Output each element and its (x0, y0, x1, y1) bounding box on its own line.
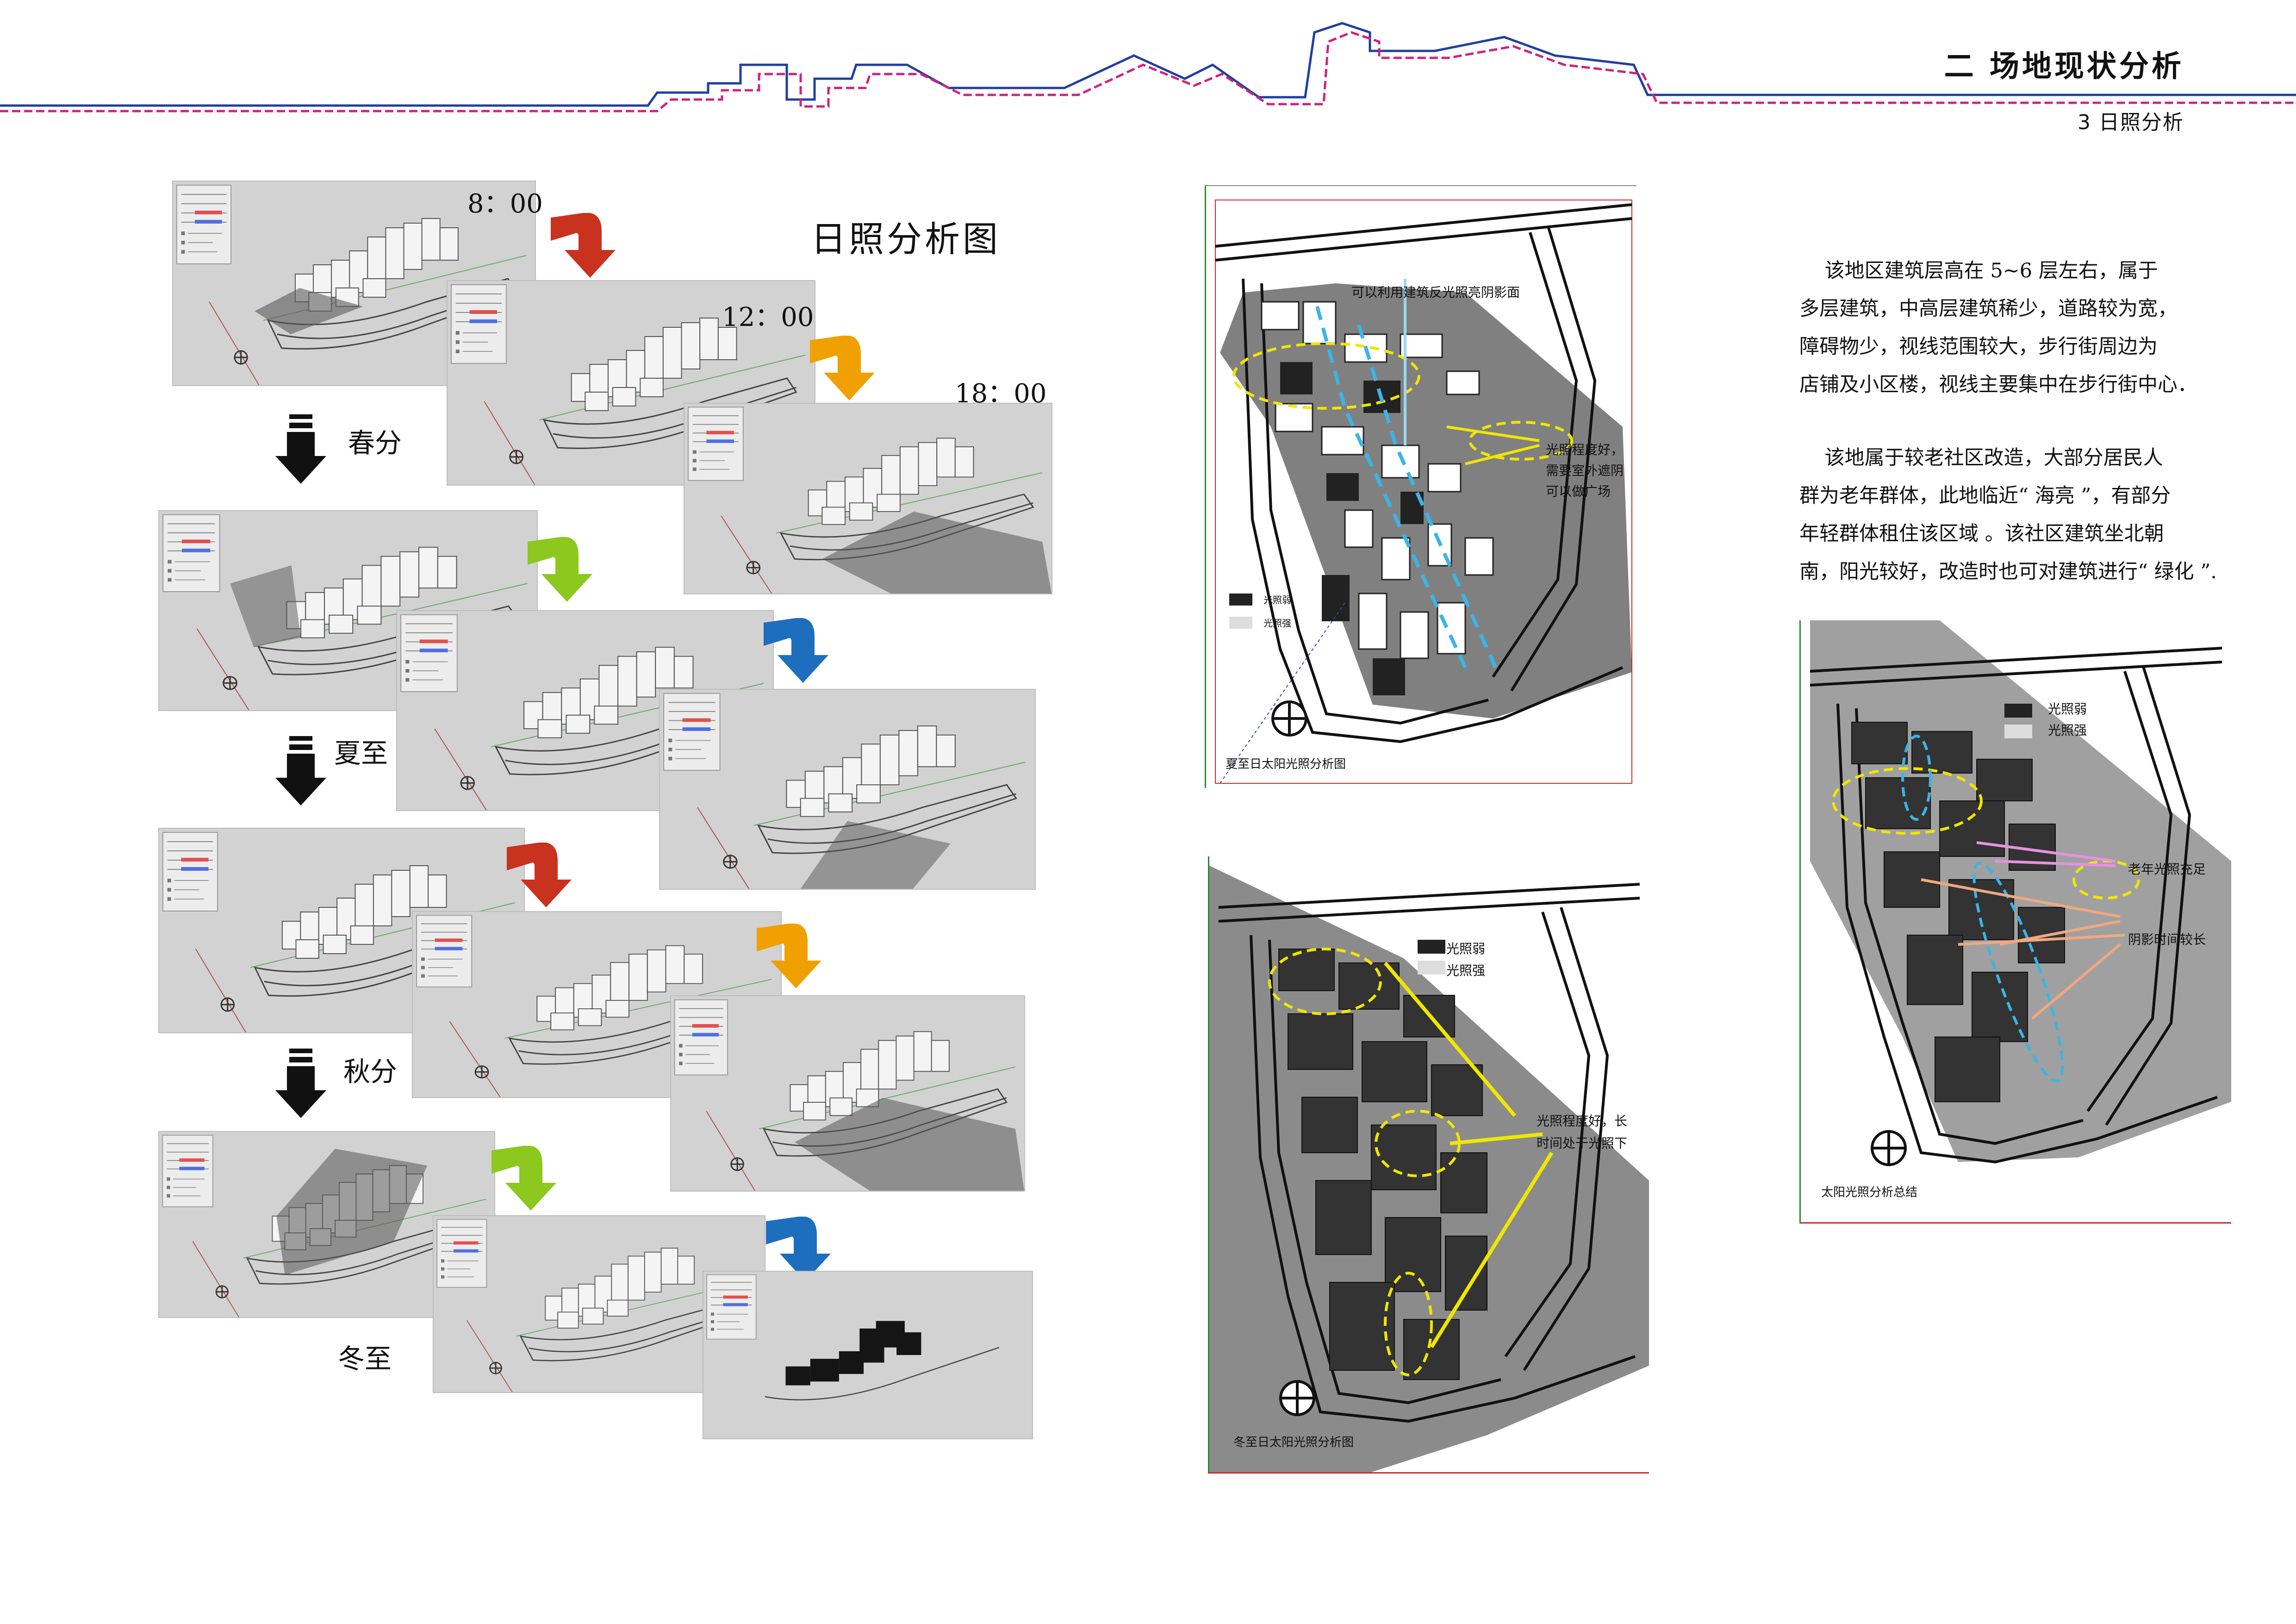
sunlight-analysis-title: 日照分析图 (811, 219, 1001, 260)
summer-map-right-note-2: 需要室外遮阴 (1546, 463, 1624, 478)
description-paragraph-2: 该地属于较老社区改造，大部分居民人群为老年群体，此地临近“ 海亮 ”，有部分年轻… (1799, 446, 2217, 583)
winter-solstice-map (1208, 856, 1649, 1474)
summer-map-top-note: 可以利用建筑反光照亮阴影面 (1351, 285, 1520, 300)
autumn-1800-screenshot (670, 995, 1025, 1192)
season-label-spring: 春分 (348, 427, 402, 459)
curved-arrow-icon (528, 537, 592, 602)
time-label-0800: 8：00 (467, 189, 543, 219)
spring-1800-screenshot (684, 403, 1052, 594)
page-title: 二 场地现状分析 (1944, 50, 2184, 84)
curved-arrow-icon (507, 843, 572, 907)
summary-legend-weak: 光照弱 (2048, 701, 2087, 717)
summer-1800-screenshot (659, 689, 1036, 890)
summer-legend-strong: 光照强 (1263, 618, 1291, 629)
skyline-decoration (0, 22, 2296, 112)
summer-solstice-map (1205, 185, 1636, 788)
down-arrow-icon (275, 1049, 326, 1118)
winter-legend-weak: 光照弱 (1446, 941, 1486, 956)
summary-legend-strong: 光照强 (2048, 723, 2087, 738)
summer-map-right-note-1: 光照程度好， (1546, 442, 1624, 457)
winter-map-note-1: 光照程度好，长 (1537, 1113, 1628, 1129)
down-arrow-icon (275, 414, 326, 484)
summary-note-elderly: 老年光照充足 (2128, 862, 2206, 877)
summer-legend-weak: 光照弱 (1263, 594, 1291, 606)
summer-map-right-note-3: 可以做广场 (1546, 484, 1611, 499)
description-paragraph-1: 该地区建筑层高在 5~6 层左右，属于多层建筑，中高层建筑稀少，道路较为宽，障碍… (1799, 259, 2197, 396)
curved-arrow-icon (492, 1146, 556, 1211)
curved-arrow-icon (764, 618, 828, 683)
winter-map-note-2: 时间处于光照下 (1537, 1136, 1628, 1151)
season-label-autumn: 秋分 (343, 1056, 398, 1087)
curved-arrow-icon (810, 336, 875, 400)
time-label-1200: 12：00 (722, 302, 814, 332)
curved-arrow-icon (551, 213, 616, 278)
down-arrow-icon (275, 736, 326, 806)
time-label-1800: 18：00 (955, 379, 1047, 409)
season-label-summer: 夏至 (334, 737, 388, 769)
winter-1800-screenshot (703, 1271, 1033, 1439)
curved-arrow-icon (757, 924, 821, 988)
sunlight-summary-map (1799, 620, 2231, 1224)
page-subtitle: 3 日照分析 (2078, 111, 2184, 134)
winter-legend-strong: 光照强 (1446, 963, 1486, 978)
season-label-winter: 冬至 (338, 1343, 392, 1374)
summary-note-shadow: 阴影时间较长 (2128, 932, 2206, 947)
winter-map-caption: 冬至日太阳光照分析图 (1233, 1436, 1354, 1449)
summary-map-caption: 太阳光照分析总结 (1821, 1186, 1918, 1199)
summer-map-caption: 夏至日太阳光照分析图 (1226, 757, 1346, 771)
